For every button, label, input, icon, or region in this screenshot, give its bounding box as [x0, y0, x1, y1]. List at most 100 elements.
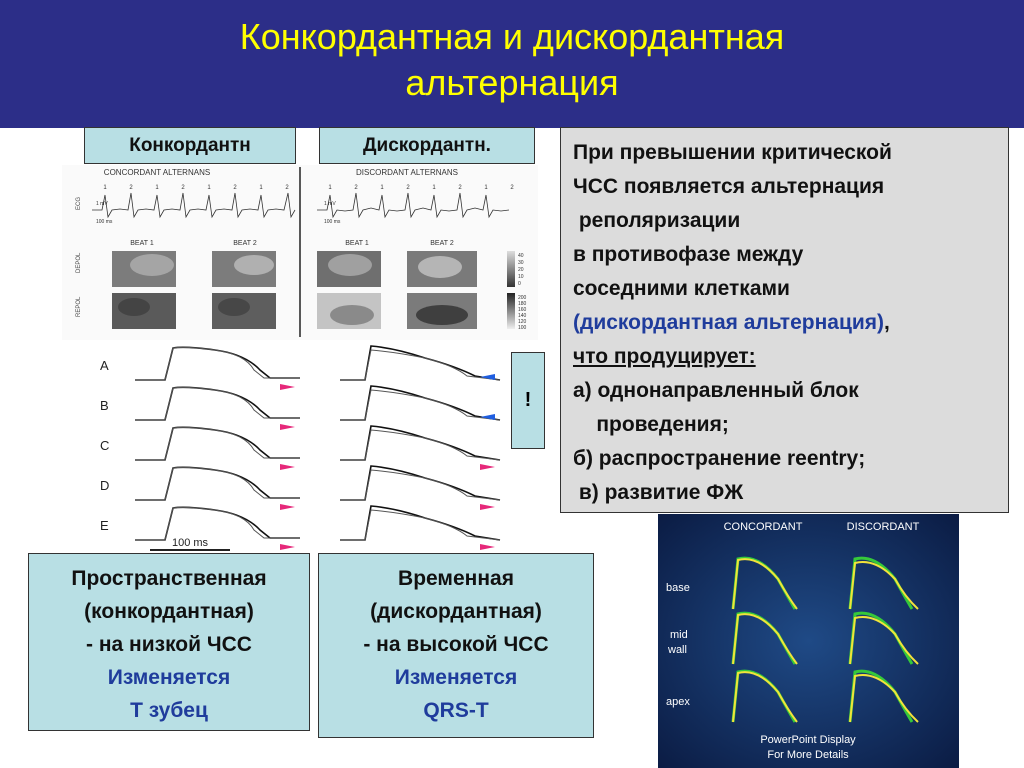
- ap-trace-discordant: [340, 385, 501, 421]
- temporal-line-5: QRS-T: [423, 699, 489, 722]
- scale-mv: 1 mV: [96, 201, 108, 207]
- discordant-alternans-title: DISCORDANT ALTERNANS: [356, 168, 458, 177]
- beat-mark: 2: [406, 185, 410, 191]
- ap-yellow-curve: [849, 674, 919, 723]
- ap-row-label: B: [100, 398, 109, 413]
- ap-row-label: A: [100, 358, 109, 373]
- beat-mark: 1: [328, 185, 332, 191]
- text-line-5: соседними клетками: [573, 277, 790, 300]
- beat-mark: 2: [354, 185, 358, 191]
- pink-arrow: [280, 424, 295, 430]
- discordant-label: Дискордантн.: [319, 127, 535, 164]
- temporal-line-4: Изменяется: [394, 666, 518, 689]
- text-line-4: в противофазе между: [573, 243, 804, 266]
- pink-arrow: [480, 544, 495, 550]
- footer-line-1: PowerPoint Display: [760, 734, 856, 746]
- beat-mark: 1: [103, 185, 107, 191]
- blue-arrow: [480, 374, 495, 380]
- beat-mark: 1: [259, 185, 263, 191]
- concordant-label: Конкордантн: [84, 127, 296, 164]
- pink-arrow: [280, 464, 295, 470]
- ap-row-label: E: [100, 518, 109, 533]
- ap-trace-concordant: [135, 506, 300, 541]
- pink-arrow: [280, 504, 295, 510]
- temporal-line-1: Временная: [398, 567, 514, 590]
- exclamation-box: !: [511, 352, 545, 449]
- ap-yellow-curve: [732, 558, 798, 610]
- pink-arrow: [480, 504, 495, 510]
- depol-scale-label: 10: [518, 274, 524, 280]
- text-line-10: б) распространение reentry;: [573, 447, 866, 470]
- beat2-label-b: BEAT 2: [430, 240, 454, 247]
- explanation-textbox: При превышении критической ЧСС появляетс…: [560, 127, 1009, 513]
- ap-scale-label: 100 ms: [172, 537, 209, 549]
- ap-row-label: D: [100, 478, 109, 493]
- beat-mark: 1: [484, 185, 488, 191]
- temporal-alternans-box: Временная (дискордантная) - на высокой Ч…: [318, 553, 594, 738]
- beat-mark: 2: [181, 185, 185, 191]
- alternans-maps-figure: CONCORDANT ALTERNANS DISCORDANT ALTERNAN…: [62, 165, 538, 340]
- row-label-repol: REPOL: [76, 296, 82, 317]
- row-wall: wall: [667, 644, 687, 656]
- spatial-line-3: - на низкой ЧСС: [86, 633, 252, 656]
- repol-scale-label: 200: [518, 295, 527, 301]
- text-line-8: а) однонаправленный блок: [573, 379, 859, 402]
- beat-mark: 2: [285, 185, 289, 191]
- temporal-line-2: (дискордантная): [370, 600, 542, 623]
- text-line-6: (дискордантная альтернация),: [573, 306, 998, 340]
- beat-mark: 1: [432, 185, 436, 191]
- ap-trace-concordant: [135, 346, 300, 381]
- ap-trace-discordant: [340, 389, 501, 421]
- beat-mark: 2: [510, 185, 514, 191]
- ap-trace-discordant: [340, 469, 501, 501]
- scale-mv-2: 1 mV: [324, 201, 336, 207]
- blue-arrow: [480, 414, 495, 420]
- title-bar: [0, 0, 1024, 128]
- depol-scale-label: 0: [518, 281, 521, 287]
- ap-yellow-curve: [849, 561, 919, 610]
- depol-scale-label: 30: [518, 260, 524, 266]
- ap-yellow-curve: [732, 671, 798, 723]
- title-line-1: Конкордантная и дискордантная: [239, 16, 785, 57]
- beat2-label-a: BEAT 2: [233, 240, 257, 247]
- footer-line-2: For More Details: [767, 749, 849, 761]
- slide-title: Конкордантная и дискордантная альтернаци…: [0, 14, 1024, 106]
- spatial-alternans-box: Пространственная (конкордантная) - на ни…: [28, 553, 310, 731]
- repol-scale-label: 160: [518, 307, 527, 313]
- ap-yellow-curve: [849, 616, 919, 665]
- row-label-ecg: ECG: [76, 197, 82, 210]
- row-apex: apex: [666, 696, 690, 708]
- beat-mark: 2: [458, 185, 462, 191]
- repol-scale-label: 140: [518, 313, 527, 319]
- beat-mark: 1: [380, 185, 384, 191]
- text-line-9: проведения;: [573, 413, 729, 436]
- scale-ms-2: 100 ms: [324, 219, 341, 225]
- pink-arrow: [280, 384, 295, 390]
- row-mid: mid: [670, 629, 688, 641]
- concordant-discordant-ap-figure: CONCORDANT DISCORDANT base mid wall apex…: [658, 514, 959, 768]
- text-line-11: в) развитие ФЖ: [573, 481, 744, 504]
- ap-trace-discordant: [340, 429, 501, 461]
- ap-trace-concordant: [135, 426, 300, 461]
- pink-arrow: [280, 544, 295, 550]
- repol-scale-label: 100: [518, 325, 527, 331]
- ap-trace-concordant: [135, 346, 300, 381]
- text-line-3: реполяризации: [573, 209, 741, 232]
- ap-trace-concordant: [135, 386, 300, 421]
- text-line-1: При превышении критической: [573, 141, 892, 164]
- temporal-line-3: - на высокой ЧСС: [363, 633, 549, 656]
- ap-yellow-curve: [732, 613, 798, 665]
- beat-mark: 2: [233, 185, 237, 191]
- beat-mark: 1: [155, 185, 159, 191]
- row-base: base: [666, 582, 690, 594]
- beat-mark: 2: [129, 185, 133, 191]
- text-line-7: что продуцирует:: [573, 345, 756, 368]
- pink-arrow: [480, 464, 495, 470]
- spatial-line-5: T зубец: [130, 699, 208, 722]
- spatial-line-1: Пространственная: [71, 567, 267, 590]
- beat-mark: 1: [207, 185, 211, 191]
- scale-ms: 100 ms: [96, 219, 113, 225]
- ap-trace-concordant: [135, 426, 300, 461]
- discordant-highlight: (дискордантная альтернация): [573, 311, 885, 334]
